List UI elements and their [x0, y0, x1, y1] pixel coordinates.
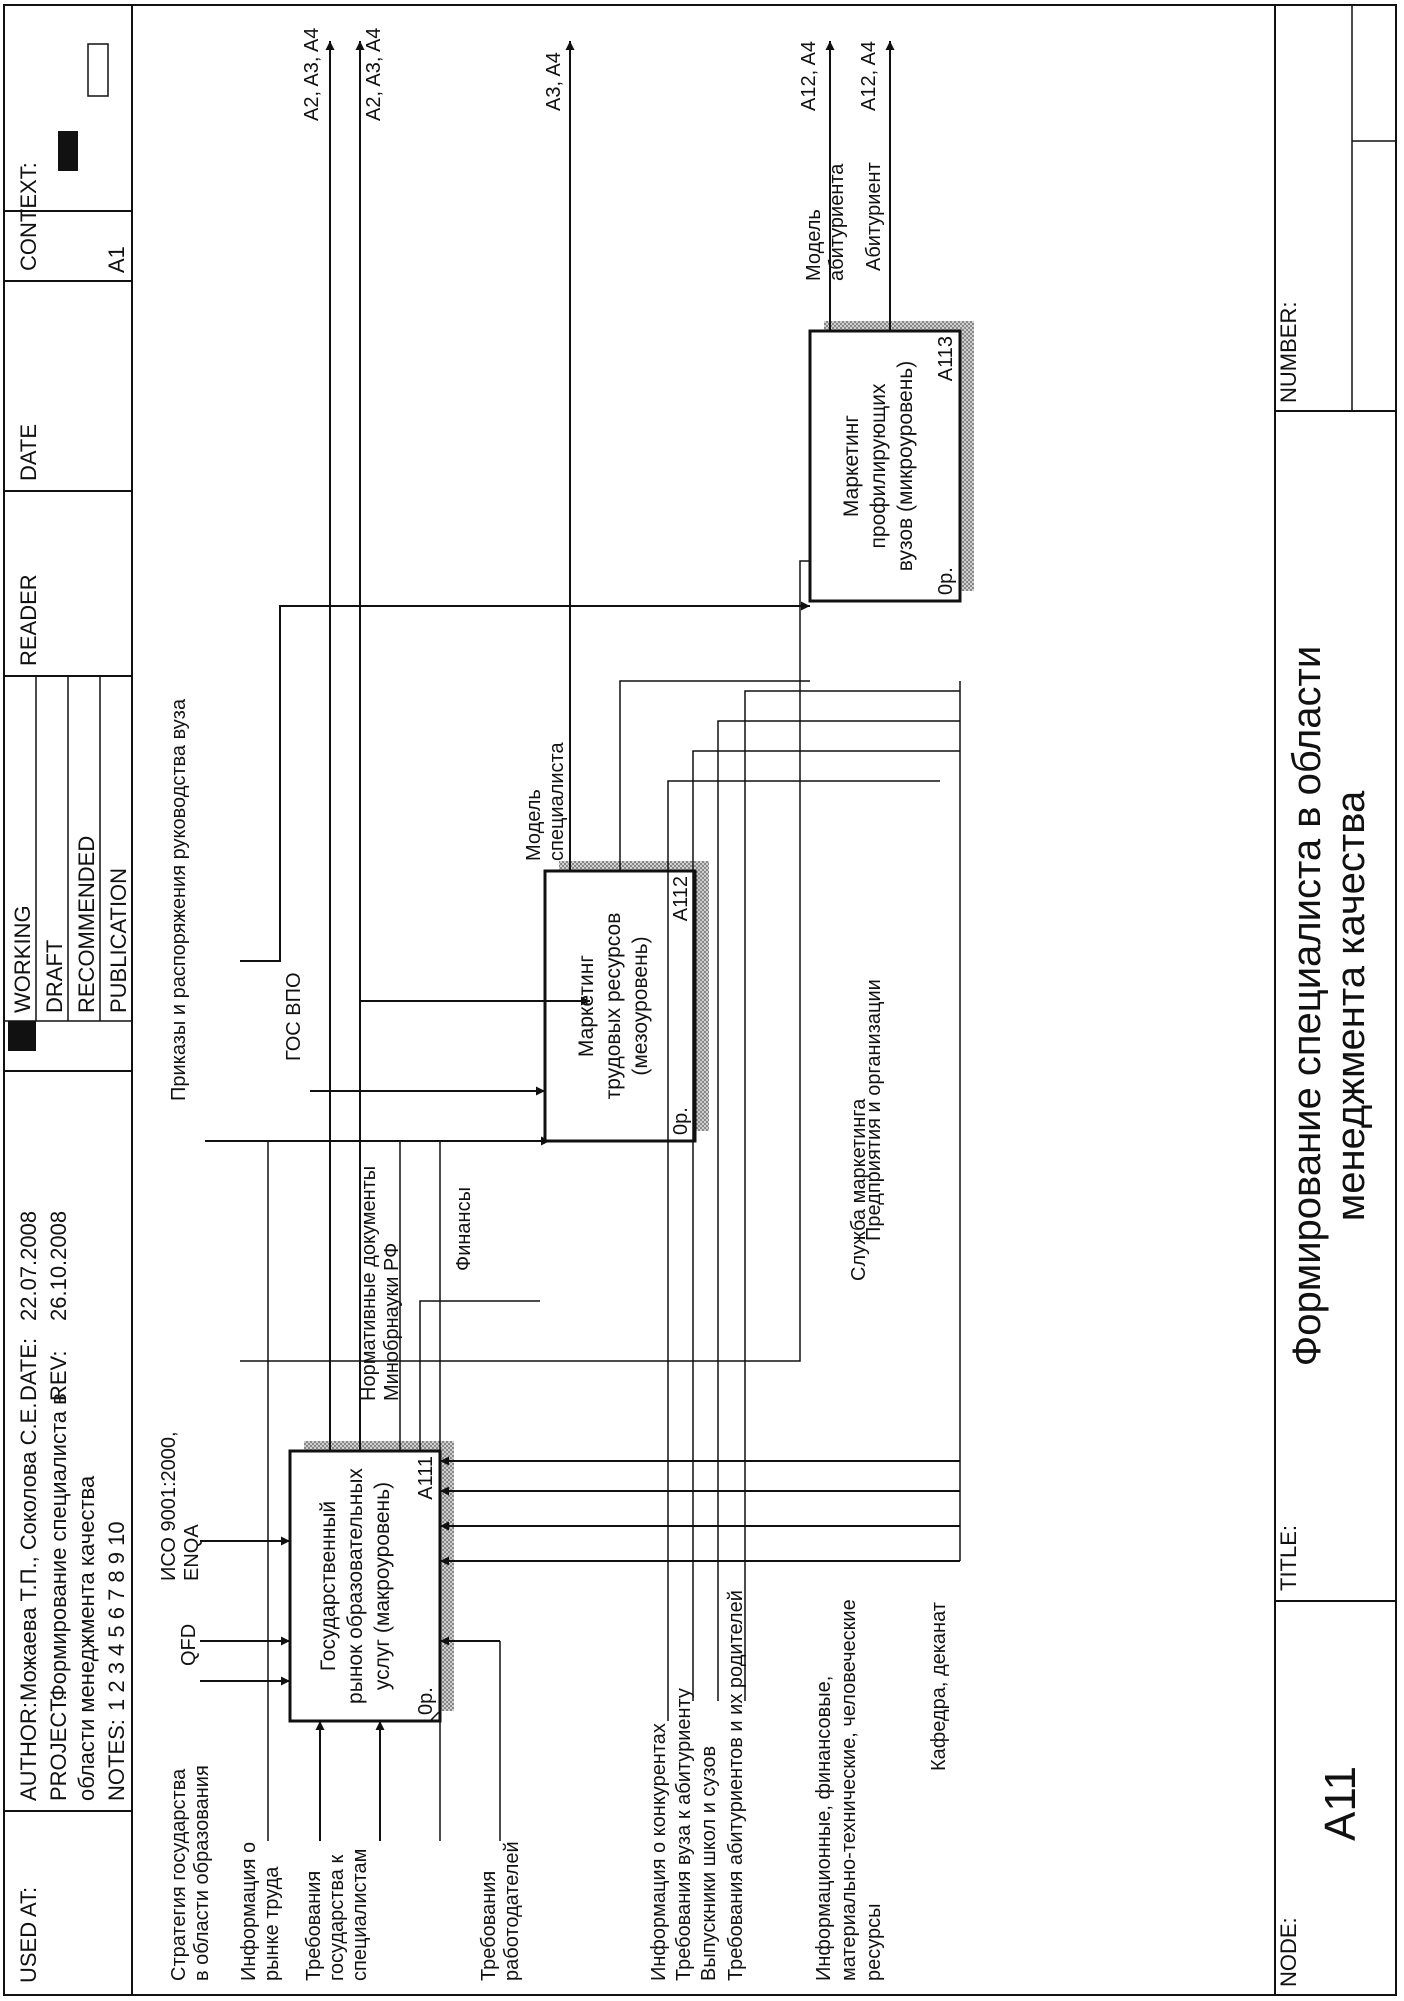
input-arrows: Стратегия государства в области образова…: [168, 690, 960, 1981]
date-value: 22.07.2008: [16, 1211, 41, 1321]
reader-label: READER: [16, 574, 41, 666]
output-ref-5: A12, A4: [858, 41, 880, 111]
output-arrows: A2, A3, A4 A2, A3, A4 A3, A4 Модель спец…: [301, 28, 895, 1451]
input-labor-line2: рынке труда: [261, 1866, 283, 1981]
box-a112-line2: трудовых ресурсов: [602, 913, 625, 1100]
input-strategy-line1: Стратегия государства: [168, 1768, 190, 1981]
box-a111-line2: рынок образовательных: [344, 1468, 367, 1704]
context-node: A1: [104, 246, 129, 273]
input-graduates: Выпускники школ и сузов: [698, 1746, 720, 1981]
box-a112-line1: Маркетинг: [575, 955, 598, 1057]
mechanism-enterprises: Предприятия и организации: [863, 979, 885, 1241]
control-iso-line1: ИСО 9001:2000,: [158, 1431, 180, 1581]
output-ref-3: A3, A4: [543, 52, 565, 111]
output-ref-4: A12, A4: [798, 41, 820, 111]
rev-label: REV:: [46, 1350, 71, 1401]
output-model-specialist-line2: специалиста: [546, 742, 568, 861]
box-a113-line2: профилирующих: [867, 383, 890, 548]
box-a112-line3: (мезоуровень): [629, 936, 652, 1075]
input-state-req-line2: государства к: [326, 1855, 348, 1981]
input-competitors: Информация о конкурентах: [648, 1723, 670, 1981]
input-employer-req-line1: Требования: [478, 1871, 500, 1981]
sheet-frame: [3, 4, 1397, 1996]
footer-block: NODE: A11 TITLE: Формирование специалист…: [1274, 5, 1396, 1995]
output-model-specialist-line1: Модель: [523, 789, 545, 861]
node-label: NODE:: [1276, 1917, 1301, 1987]
notes-value: 1 2 3 4 5 6 7 8 9 10: [104, 1521, 129, 1711]
author-value: Можаева Т.П., Соколова С.Е.: [16, 1403, 41, 1701]
number-label: NUMBER:: [1276, 302, 1301, 403]
input-labor-line1: Информация о: [238, 1842, 260, 1981]
box-a112-cost: 0р.: [670, 1107, 692, 1135]
status-draft: DRAFT: [42, 940, 67, 1013]
output-ref-1: A2, A3, A4: [301, 28, 323, 121]
mechanism-resources-line1: Информационные, финансовые,: [813, 1676, 835, 1981]
activity-box-a111: Государственный рынок образовательных ус…: [288, 1441, 454, 1723]
author-label: AUTHOR:: [16, 1702, 41, 1801]
used-at-label: USED AT:: [16, 1887, 41, 1983]
notes-label: NOTES:: [104, 1719, 129, 1801]
output-model-applicant-line2: абитуриента: [826, 163, 848, 281]
box-a111-cost: 0р.: [415, 1687, 437, 1715]
status-recommended: RECOMMENDED: [74, 836, 99, 1013]
input-employer-req-line2: работодателей: [501, 1841, 523, 1981]
header-block: USED AT: AUTHOR: Можаева Т.П., Соколова …: [4, 5, 133, 1995]
diagram-title-line2: менеджмента качества: [1329, 790, 1373, 1221]
project-line1: Формирование специалиста в: [46, 1393, 71, 1701]
control-gos: ГОС ВПО: [283, 972, 305, 1061]
date-label: DATE:: [16, 1338, 41, 1401]
rev-value: 26.10.2008: [46, 1211, 71, 1321]
feedback-connectors: [240, 560, 810, 1451]
control-norm-line1: Нормативные документы: [358, 1166, 380, 1401]
input-strategy-line2: в области образования: [191, 1765, 213, 1981]
box-a113-line1: Маркетинг: [840, 415, 863, 517]
date-column-label: DATE: [16, 424, 41, 481]
input-applicant-req: Требования вуза к абитуриенту: [673, 1688, 695, 1981]
status-working: WORKING: [10, 905, 35, 1013]
activity-box-a112: Маркетинг трудовых ресурсов (мезоуровень…: [543, 861, 709, 1143]
output-applicant: Абитуриент: [863, 162, 885, 271]
box-a111-line1: Государственный: [317, 1501, 340, 1671]
context-label: CONTEXT:: [16, 162, 41, 271]
output-model-applicant-line1: Модель: [803, 209, 825, 281]
output-ref-2: A2, A3, A4: [363, 28, 385, 121]
activity-box-a113: Маркетинг профилирующих вузов (микроуров…: [808, 321, 974, 603]
mechanism-marketing-service: Служба маркетинга: [848, 1098, 870, 1281]
status-publication: PUBLICATION: [106, 868, 131, 1013]
mechanism-department: Кафедра, деканат: [928, 1602, 950, 1771]
project-line2: области менеджмента качества: [74, 1475, 99, 1801]
control-qfd: QFD: [178, 1624, 200, 1666]
box-a113-cost: 0р.: [935, 567, 957, 595]
control-iso-line2: ENQA: [181, 1524, 203, 1581]
control-orders: Приказы и распоряжения руководства вуза: [168, 698, 190, 1101]
mechanism-resources-line2: материально-технические, человеческие: [838, 1599, 860, 1981]
box-a112-code: A112: [670, 876, 692, 921]
control-finance: Финансы: [453, 1187, 475, 1271]
title-label: TITLE:: [1276, 1525, 1301, 1591]
control-arrows: QFD ИСО 9001:2000, ENQA ГОС ВПО Норматив…: [158, 601, 810, 1686]
box-a111-line3: услуг (макроуровень): [371, 1482, 394, 1690]
box-a113-line3: вузов (микроуровень): [894, 361, 917, 571]
mechanism-arrows: Предприятия и организации Служба маркети…: [440, 681, 961, 1981]
node-value: A11: [1316, 1766, 1365, 1841]
input-state-req-line3: специалистам: [349, 1849, 371, 1981]
diagram-title-line1: Формирование специалиста в области: [1285, 646, 1329, 1366]
box-a113-code: A113: [935, 336, 957, 381]
mechanism-resources-line3: ресурсы: [863, 1903, 885, 1981]
box-a111-code: A111: [415, 1456, 437, 1500]
input-parents-req: Требования абитуриентов и их родителей: [725, 1590, 747, 1981]
input-state-req-line1: Требования: [303, 1871, 325, 1981]
project-label: PROJECT:: [46, 1695, 71, 1801]
